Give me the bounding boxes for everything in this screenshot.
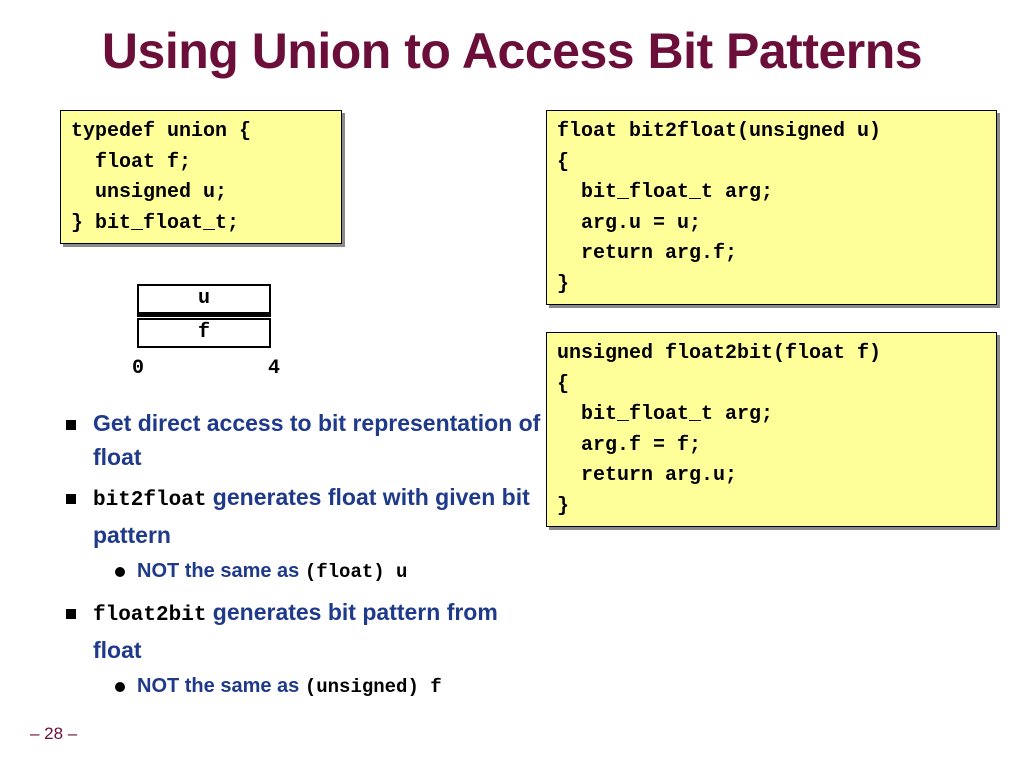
code-line: { [557, 150, 570, 174]
code-line: bit_float_t arg; [557, 403, 774, 426]
bullet-list: Get direct access to bit representation … [66, 406, 546, 710]
bullet-item: bit2float generates float with given bit… [66, 480, 546, 552]
round-bullet-icon [115, 682, 125, 692]
bullet-code: bit2float [93, 489, 207, 512]
offset-start-label: 0 [132, 357, 145, 380]
code-line: float bit2float(unsigned u) [557, 120, 882, 143]
square-bullet-icon [66, 494, 76, 504]
round-bullet-icon [115, 567, 125, 577]
union-typedef-code-box: typedef union { float f; unsigned u; } b… [60, 110, 342, 244]
float2bit-code-box: unsigned float2bit(float f) { bit_float_… [546, 332, 997, 527]
square-bullet-icon [66, 420, 76, 430]
code-line: } [557, 272, 570, 296]
sub-bullet-code: (unsigned) f [304, 676, 442, 698]
bit2float-code-box: float bit2float(unsigned u) { bit_float_… [546, 110, 997, 305]
bullet-text: generates bit pattern from float [93, 599, 498, 663]
code-line: } [557, 494, 570, 518]
sub-bullet-item: NOT the same as (float) u [66, 556, 546, 587]
memory-cell-u: u [137, 284, 271, 314]
sub-bullet-text: NOT the same as [137, 675, 305, 697]
square-bullet-icon [66, 609, 76, 619]
sub-bullet-text: NOT the same as [137, 560, 305, 582]
sub-bullet-code: (float) u [304, 561, 408, 583]
page-number: – 28 – [30, 724, 78, 743]
slide-title: Using Union to Access Bit Patterns [101, 23, 923, 79]
sub-bullet-item: NOT the same as (unsigned) f [66, 671, 546, 702]
memory-divider [137, 313, 271, 317]
code-line: arg.u = u; [557, 211, 702, 235]
code-line: float f; [71, 150, 192, 174]
code-line: return arg.u; [557, 464, 738, 487]
code-line: typedef union { [71, 120, 252, 143]
bullet-item: Get direct access to bit representation … [66, 406, 546, 474]
code-line: return arg.f; [557, 242, 738, 265]
offset-end-label: 4 [268, 357, 281, 380]
bullet-code: float2bit [93, 604, 207, 627]
code-line: } bit_float_t; [71, 211, 240, 235]
code-line: bit_float_t arg; [557, 181, 774, 204]
bullet-text: generates float with given bit pattern [93, 484, 530, 548]
code-line: arg.f = f; [557, 433, 702, 457]
bullet-item: float2bit generates bit pattern from flo… [66, 595, 546, 667]
code-line: { [557, 372, 570, 396]
memory-cell-f: f [137, 318, 271, 348]
code-line: unsigned u; [71, 181, 228, 204]
code-line: unsigned float2bit(float f) [557, 342, 882, 365]
bullet-text: Get direct access to bit representation … [93, 410, 541, 470]
